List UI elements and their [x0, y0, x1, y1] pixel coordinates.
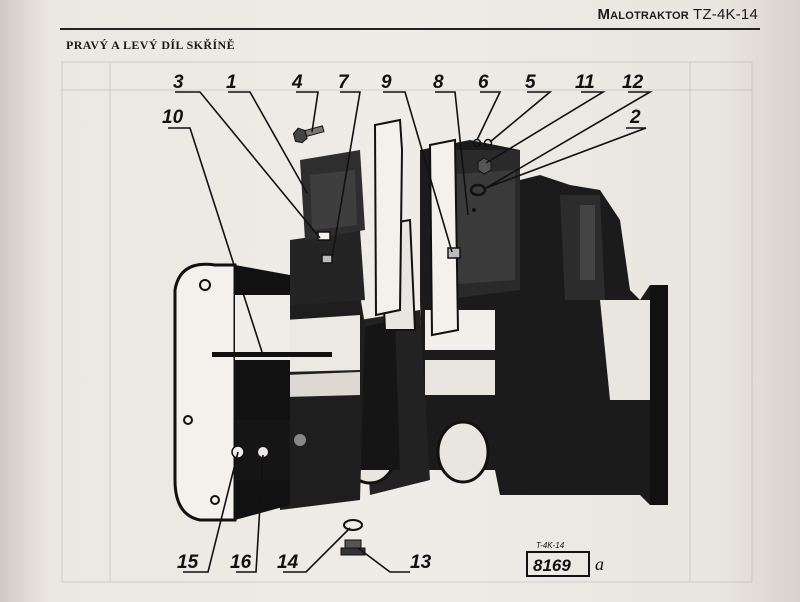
background-table-ghost [61, 61, 753, 583]
left-housing [275, 150, 365, 510]
callout-2: 2 [629, 107, 641, 128]
stamp-suffix: a [595, 554, 604, 574]
callout-9: 9 [381, 72, 392, 93]
callout-12: 12 [622, 72, 644, 93]
loose-parts [292, 125, 493, 556]
callout-15: 15 [177, 552, 199, 573]
callout-8: 8 [433, 72, 444, 93]
separator-plates [373, 118, 460, 337]
stamp-number: 8169 [533, 556, 571, 575]
callout-1: 1 [226, 72, 237, 93]
bolt-4 [292, 125, 325, 144]
header-rule [60, 28, 760, 30]
section-title: PRAVÝ A LEVÝ DÍL SKŘÍNĚ [66, 38, 236, 52]
plug-13 [340, 539, 366, 556]
stamp-small-text: T-4K-14 [536, 541, 565, 550]
page-header: Malotraktor TZ-4K-14 [597, 6, 758, 23]
callout-13: 13 [410, 552, 432, 573]
callout-7: 7 [338, 72, 350, 93]
nut-12 [469, 157, 492, 212]
drawing-stamp: T-4K-14 8169 a [526, 541, 604, 577]
callout-3: 3 [173, 72, 184, 93]
callout-14: 14 [277, 552, 299, 573]
header-model: TZ-4K-14 [693, 6, 758, 23]
leader-lines [168, 91, 653, 573]
callout-16: 16 [230, 552, 252, 573]
flange [173, 262, 332, 522]
callout-4: 4 [291, 72, 303, 93]
header-prefix: Malotraktor [597, 6, 689, 23]
callout-11: 11 [575, 72, 595, 93]
callout-6: 6 [478, 72, 489, 93]
callout-10: 10 [162, 107, 184, 128]
callout-5: 5 [525, 72, 536, 93]
washer-14 [343, 519, 363, 531]
callout-labels: 3 1 4 7 9 8 6 5 11 12 10 2 15 16 14 13 [162, 72, 644, 573]
right-housing [420, 140, 668, 505]
